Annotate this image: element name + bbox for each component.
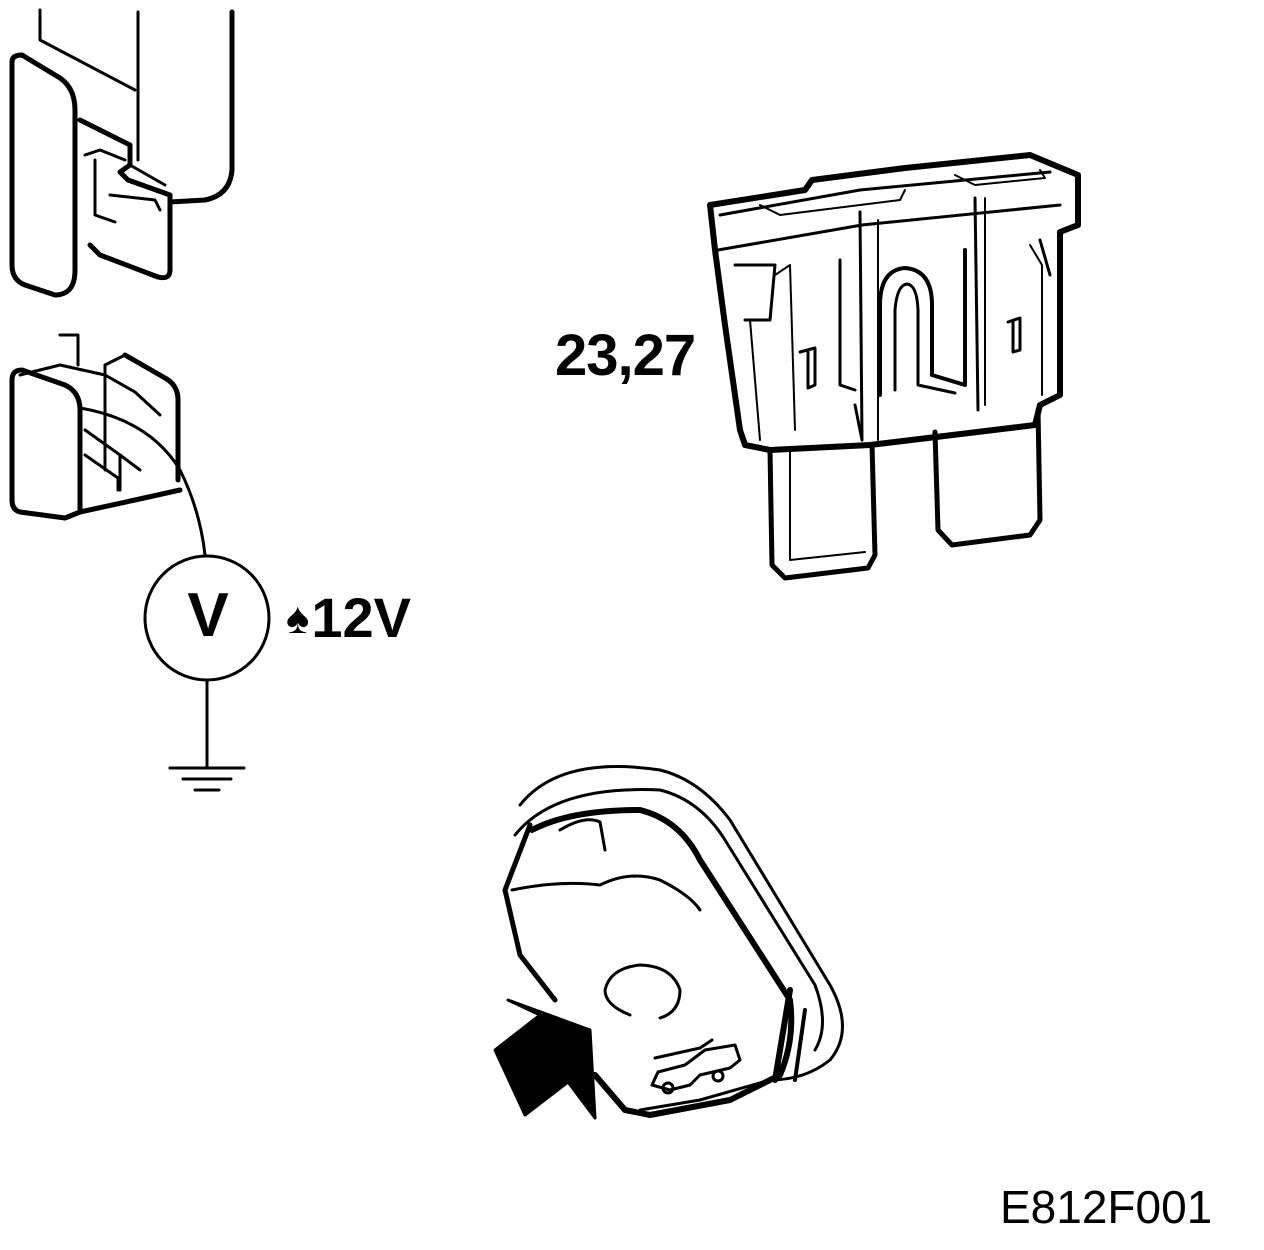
voltage-reading-value: 12V: [311, 586, 412, 649]
voltmeter-icon: [143, 554, 271, 770]
figure-code: E812F001: [1000, 1181, 1213, 1233]
ground-icon: [168, 766, 246, 792]
reading-prefix: ♠: [286, 594, 310, 643]
car-trunk-icon: [650, 1038, 742, 1095]
arrow-icon: [493, 998, 597, 1120]
lower-connector-icon: [9, 333, 207, 557]
upper-connector-icon: [9, 8, 235, 298]
fuse-icon: [707, 152, 1081, 581]
voltage-reading: ♠12V: [286, 585, 411, 650]
fuse-callout-label: 23,27: [555, 323, 696, 388]
switch-button-icon: [502, 765, 844, 1118]
voltmeter-symbol: V: [187, 581, 229, 650]
